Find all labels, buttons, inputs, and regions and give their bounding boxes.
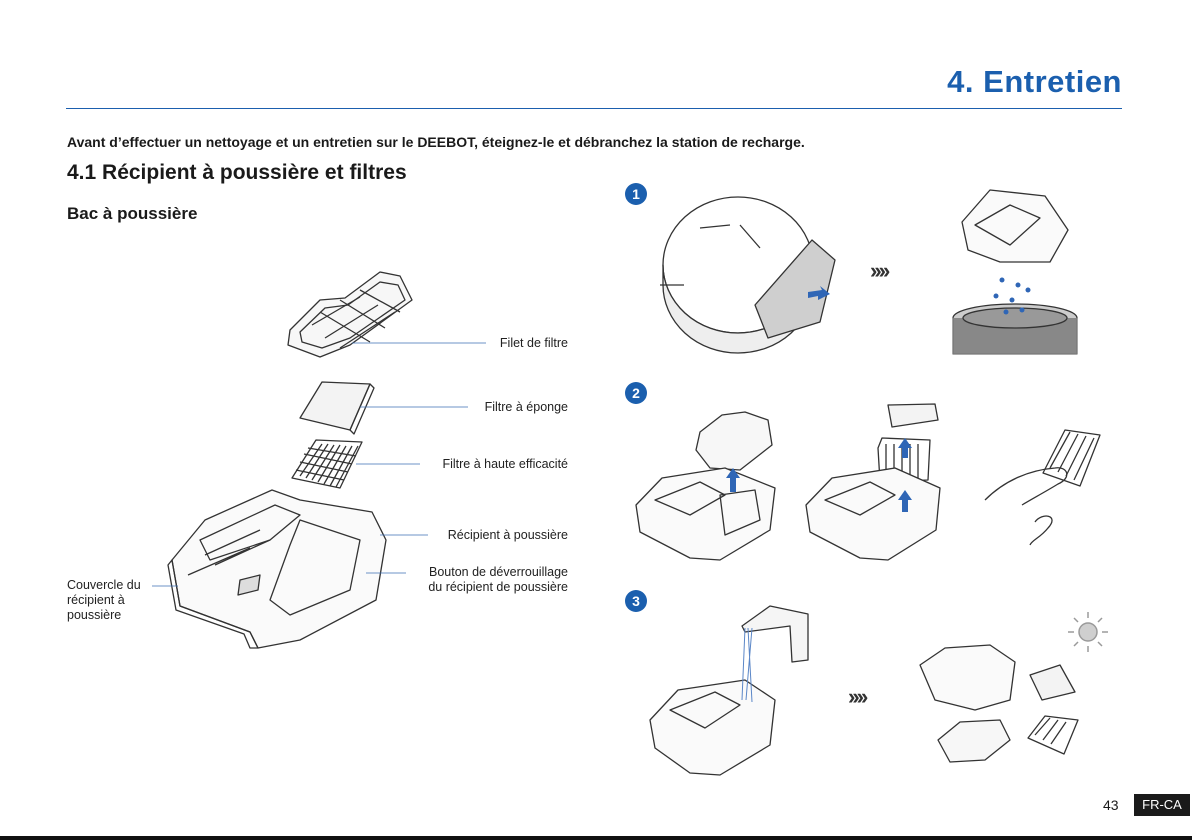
sequence-arrows: ›››› [848, 684, 868, 709]
filter-net-illustration [287, 271, 413, 358]
label-bin-lid: Couvercle du récipient à poussière [67, 578, 141, 622]
header-divider [66, 108, 1122, 109]
bottom-border [0, 836, 1192, 840]
lift-arrow [898, 438, 912, 458]
open-bin-illustration [961, 189, 1069, 263]
section-title: 4. Entretien [947, 64, 1122, 99]
lift-arrow [898, 490, 912, 512]
debris-dot [1015, 282, 1021, 288]
dust-bin-illustration [167, 489, 387, 649]
bin-sponge-removal-illustration [805, 403, 941, 561]
trash-can-illustration [952, 303, 1078, 355]
label-sponge-filter: Filtre à éponge [484, 400, 568, 414]
debris-dot [1009, 297, 1015, 303]
washing-bin-illustration [649, 627, 776, 776]
faucet-illustration [741, 605, 809, 663]
step-2-badge: 2 [625, 382, 647, 404]
label-release-button: Bouton de déverrouillage du récipient de… [428, 565, 568, 594]
subsection-title: 4.1 Récipient à poussière et filtres [67, 161, 407, 184]
sequence-arrows: ›››› [870, 258, 890, 283]
debris-dot [1019, 307, 1025, 313]
sponge-filter-illustration [299, 381, 375, 435]
debris-dot [1003, 309, 1009, 315]
label-hepa-filter: Filtre à haute efficacité [442, 457, 568, 471]
language-badge: FR-CA [1134, 794, 1190, 816]
debris-dot [1025, 287, 1031, 293]
robot-illustration [660, 196, 836, 354]
safety-warning: Avant d’effectuer un nettoyage et un ent… [67, 134, 805, 150]
hepa-filter-illustration [291, 439, 363, 489]
step-1-badge: 1 [625, 183, 647, 205]
step-3-badge: 3 [625, 590, 647, 612]
lift-arrow [726, 468, 740, 492]
bin-filter-removal-illustration [635, 411, 776, 561]
sun-icon [1068, 612, 1108, 652]
dustbin-heading: Bac à poussière [67, 204, 198, 223]
hand-tapping-hepa-illustration [984, 429, 1101, 546]
drying-parts-illustration [919, 644, 1079, 763]
label-filter-net: Filet de filtre [499, 336, 568, 350]
debris-dot [999, 277, 1005, 283]
slide-out-arrow [808, 286, 830, 300]
debris-dot [993, 293, 999, 299]
label-dust-bin: Récipient à poussière [447, 528, 568, 542]
page-number: 43 [1103, 797, 1119, 813]
